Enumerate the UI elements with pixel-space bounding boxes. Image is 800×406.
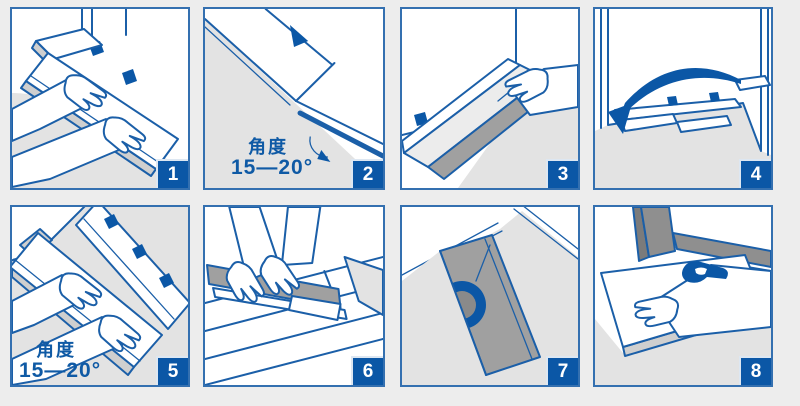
hand-icon — [12, 116, 147, 188]
hand-icon — [12, 272, 103, 334]
angle-caption-line2: 15—20° — [231, 155, 314, 179]
step-8-illustration — [595, 207, 771, 385]
next-row-arrow-icon — [608, 68, 741, 134]
step-number-badge: 2 — [351, 159, 383, 188]
angle-caption-line1: 角度 — [248, 137, 288, 158]
step-4-illustration — [595, 9, 771, 188]
step-number-badge: 5 — [156, 356, 188, 385]
angle-arc-icon — [309, 136, 331, 162]
step-3-illustration — [402, 9, 578, 188]
step-7-illustration — [402, 207, 578, 385]
step-panel-8: 8 — [593, 205, 773, 387]
pull-bar-icon — [682, 261, 728, 283]
step-number-badge: 1 — [156, 159, 188, 188]
hand-icon — [12, 74, 108, 142]
step-1-illustration — [12, 9, 188, 188]
angle-caption: 角度 15—20° — [231, 138, 313, 179]
step-number-badge: 8 — [739, 356, 771, 385]
step-panel-2: 角度 15—20° 2 — [203, 7, 385, 190]
hand-icon — [504, 64, 578, 116]
step-panel-5: 角度 15—20° 5 — [10, 205, 190, 387]
step-panel-3: 3 — [400, 7, 580, 190]
spacer-wedge-icon — [104, 214, 174, 288]
step-number-badge: 7 — [546, 356, 578, 385]
step-panel-6: 6 — [203, 205, 385, 387]
step-panel-4: 4 — [593, 7, 773, 190]
step-2-illustration — [205, 9, 383, 188]
angle-caption-line1: 角度 — [36, 340, 76, 361]
step-panel-1: 1 — [10, 7, 190, 190]
spacer-wedge-icon — [667, 92, 720, 106]
angle-caption: 角度 15—20° — [19, 341, 101, 382]
step-number-badge: 3 — [546, 159, 578, 188]
step-5-illustration — [12, 207, 188, 385]
hand-icon — [634, 264, 771, 338]
step-panel-7: 7 — [400, 205, 580, 387]
hand-icon — [12, 314, 142, 385]
tapping-block-icon — [287, 295, 342, 321]
hand-icon — [259, 207, 322, 296]
press-arrow-icon — [289, 25, 309, 47]
angle-caption-line2: 15—20° — [19, 358, 102, 382]
door-frame-icon — [632, 207, 771, 268]
step-number-badge: 6 — [351, 356, 383, 385]
step-number-badge: 4 — [739, 159, 771, 188]
step-6-illustration — [205, 207, 383, 385]
